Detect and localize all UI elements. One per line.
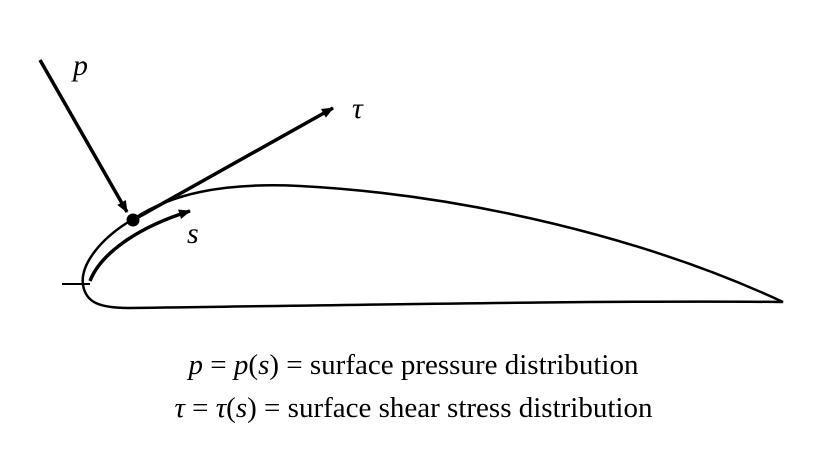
caption-equals: =: [203, 349, 234, 381]
caption-argument: s: [235, 392, 248, 424]
surface-point: [126, 213, 140, 227]
caption-symbol: τ: [174, 392, 185, 424]
caption-paren-close: ): [269, 349, 280, 381]
shear-label: τ: [352, 92, 364, 125]
arc-length-arrow: [88, 209, 191, 282]
caption-argument: s: [258, 349, 270, 381]
caption-function: τ: [215, 392, 227, 424]
caption-equals: =: [256, 392, 288, 424]
caption-description: surface shear stress distribution: [287, 392, 653, 424]
caption-paren-open: (: [248, 349, 259, 381]
caption-symbol: p: [188, 349, 204, 381]
airfoil-outline: [81, 184, 784, 310]
caption-paren-close: ): [247, 392, 257, 424]
shear-caption: τ = τ(s) = surface shear stress distribu…: [0, 392, 827, 425]
pressure-arrow: [38, 59, 129, 213]
pressure-label: p: [71, 49, 88, 82]
pressure-caption: p = p(s) = surface pressure distribution: [0, 349, 827, 382]
caption-equals: =: [184, 392, 216, 424]
caption-description: surface pressure distribution: [309, 349, 639, 381]
shear-arrow: [132, 106, 334, 222]
arc-length-label: s: [187, 217, 199, 250]
caption-paren-open: (: [226, 392, 236, 424]
caption-function: p: [233, 349, 249, 381]
caption-equals: =: [279, 349, 310, 381]
